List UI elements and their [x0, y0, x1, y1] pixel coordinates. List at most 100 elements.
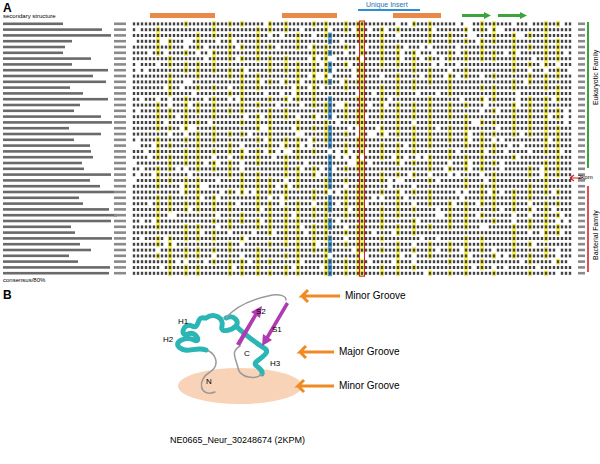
alignment-cell	[265, 109, 267, 112]
alignment-cell	[453, 40, 455, 43]
alignment-cell	[453, 28, 455, 31]
alignment-cell	[409, 104, 411, 107]
alignment-cell	[357, 34, 359, 37]
alignment-cell	[305, 92, 307, 95]
alignment-cell	[253, 86, 255, 89]
alignment-cell	[257, 98, 259, 101]
alignment-cell	[245, 104, 247, 107]
alignment-cell	[509, 51, 511, 54]
alignment-cell	[449, 22, 451, 25]
alignment-cell	[265, 115, 267, 118]
alignment-cell	[549, 57, 551, 60]
alignment-cell	[521, 92, 523, 95]
alignment-cell	[305, 40, 307, 43]
alignment-cell	[565, 34, 567, 37]
alignment-cell	[473, 104, 475, 107]
alignment-cell	[329, 80, 331, 83]
alignment-cell	[361, 46, 363, 49]
alignment-cell	[201, 28, 203, 31]
alignment-cell	[421, 98, 423, 101]
alignment-cell	[305, 28, 307, 31]
alignment-cell	[361, 75, 363, 78]
alignment-cell	[417, 75, 419, 78]
alignment-cell	[361, 98, 363, 101]
alignment-cell	[137, 115, 139, 118]
alignment-cell	[193, 28, 195, 31]
alignment-cell	[381, 63, 383, 66]
alignment-cell	[249, 34, 251, 37]
alignment-cell	[457, 28, 459, 31]
alignment-cell	[493, 22, 495, 25]
alignment-cell	[437, 69, 439, 72]
alignment-cell	[389, 40, 391, 43]
alignment-cell	[3, 86, 70, 89]
alignment-cell	[257, 63, 259, 66]
alignment-cell	[177, 51, 179, 54]
alignment-cell	[377, 86, 379, 89]
alignment-cell	[505, 75, 507, 78]
alignment-cell	[541, 40, 543, 43]
alignment-cell	[529, 63, 531, 66]
alignment-cell	[185, 109, 187, 112]
alignment-cell	[489, 104, 491, 107]
alignment-cell	[289, 51, 291, 54]
alignment-cell	[505, 22, 507, 25]
alignment-cell	[557, 104, 559, 107]
alignment-cell	[569, 57, 571, 60]
alignment-cell	[377, 22, 379, 25]
alignment-cell	[373, 57, 375, 60]
alignment-cell	[241, 57, 243, 60]
alignment-cell	[145, 40, 147, 43]
alignment-cell	[177, 92, 179, 95]
alignment-cell	[369, 80, 371, 83]
alignment-cell	[233, 86, 235, 89]
alignment-cell	[329, 104, 331, 107]
alignment-cell	[245, 109, 247, 112]
alignment-cell	[445, 28, 447, 31]
alignment-cell	[393, 34, 395, 37]
alignment-cell	[389, 86, 391, 89]
alignment-cell	[141, 104, 143, 107]
alignment-cell	[477, 34, 479, 37]
alignment-cell	[197, 57, 199, 60]
alignment-cell	[441, 98, 443, 101]
alignment-cell	[177, 69, 179, 72]
alignment-cell	[201, 63, 203, 66]
alignment-cell	[469, 98, 471, 101]
alignment-cell	[257, 51, 259, 54]
alignment-cell	[145, 34, 147, 37]
alignment-cell	[389, 69, 391, 72]
alignment-cell	[209, 92, 211, 95]
alignment-cell	[165, 75, 167, 78]
alignment-cell	[481, 46, 483, 49]
alignment-cell	[393, 98, 395, 101]
alignment-cell	[293, 40, 295, 43]
alignment-cell	[141, 51, 143, 54]
alignment-cell	[273, 40, 275, 43]
alignment-cell	[3, 92, 83, 95]
alignment-cell	[405, 104, 407, 107]
alignment-cell	[149, 80, 151, 83]
alignment-cell	[325, 75, 327, 78]
alignment-cell	[465, 28, 467, 31]
alignment-cell	[409, 34, 411, 37]
alignment-cell	[505, 104, 507, 107]
alignment-cell	[361, 109, 363, 112]
alignment-cell	[281, 104, 283, 107]
alignment-cell	[513, 80, 515, 83]
alignment-cell	[297, 104, 299, 107]
alignment-cell	[545, 104, 547, 107]
alignment-cell	[305, 63, 307, 66]
alignment-cell	[145, 86, 147, 89]
alignment-cell	[333, 92, 335, 95]
alignment-cell	[317, 28, 319, 31]
alignment-cell	[525, 92, 527, 95]
alignment-cell	[481, 22, 483, 25]
alignment-cell	[137, 46, 139, 49]
alignment-cell	[373, 98, 375, 101]
alignment-cell	[3, 40, 72, 43]
alignment-cell	[317, 63, 319, 66]
alignment-cell	[169, 92, 171, 95]
alignment-cell	[493, 63, 495, 66]
alignment-cell	[345, 92, 347, 95]
